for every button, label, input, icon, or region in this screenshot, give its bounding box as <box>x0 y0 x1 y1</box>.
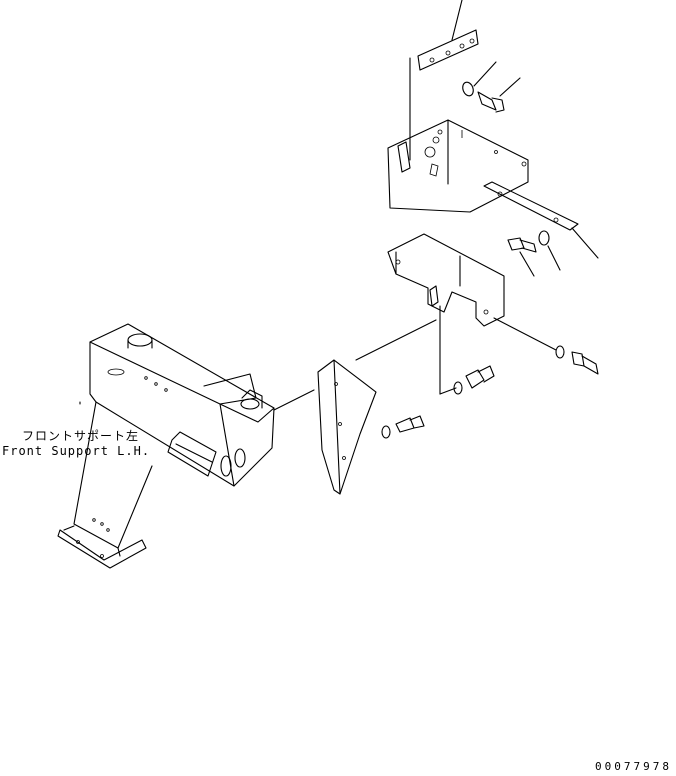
washer-upper <box>462 61 497 97</box>
front-support-lh <box>57 323 315 569</box>
rear-panel <box>317 319 437 495</box>
upper-box-bracket <box>387 119 529 213</box>
bolt-upper <box>477 77 521 113</box>
upper-plate <box>409 0 479 151</box>
bolt-middle <box>507 237 537 277</box>
bolt-lower-right <box>453 365 495 395</box>
drawing-number: 00077978 <box>595 760 672 773</box>
middle-bracket <box>387 233 505 395</box>
callout-label-en: Front Support L.H. <box>2 444 151 458</box>
strip-plate <box>483 181 599 259</box>
bolt-lower-center <box>381 415 425 439</box>
bolt-right <box>493 317 599 375</box>
washer-middle <box>538 230 561 271</box>
callout-label-jp: フロントサポート左 <box>22 429 140 443</box>
